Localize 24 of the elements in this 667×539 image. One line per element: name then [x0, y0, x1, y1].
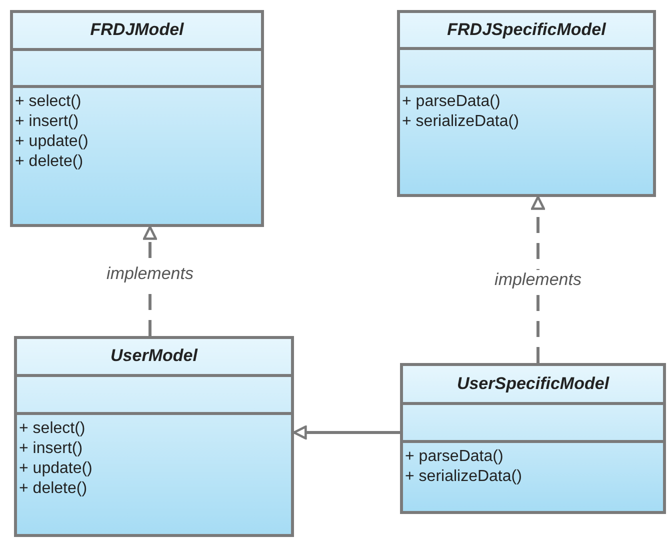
edge-label: implements — [104, 264, 196, 284]
method-text: + parseData() — [402, 92, 500, 111]
generalization-arrow — [292, 426, 400, 440]
class-box — [400, 363, 666, 514]
method-text: + select() — [15, 92, 82, 111]
method-text: + serializeData() — [405, 467, 522, 486]
class-name: UserSpecificModel — [456, 374, 610, 394]
method-text: + insert() — [15, 112, 79, 131]
class-name: FRDJModel — [89, 20, 185, 40]
method-text: + update() — [19, 459, 92, 478]
class-name: UserModel — [110, 346, 199, 366]
class-box — [10, 10, 264, 227]
class-box — [397, 10, 656, 197]
method-text: + insert() — [19, 439, 83, 458]
realization-arrow — [531, 196, 545, 363]
method-text: + delete() — [19, 479, 88, 498]
method-text: + select() — [19, 419, 86, 438]
method-text: + serializeData() — [402, 112, 519, 131]
class-name: FRDJSpecificModel — [446, 20, 608, 40]
class-box — [14, 336, 294, 537]
method-text: + delete() — [15, 152, 84, 171]
method-text: + update() — [15, 132, 88, 151]
method-text: + parseData() — [405, 447, 504, 466]
edge-label: implements — [492, 270, 584, 290]
